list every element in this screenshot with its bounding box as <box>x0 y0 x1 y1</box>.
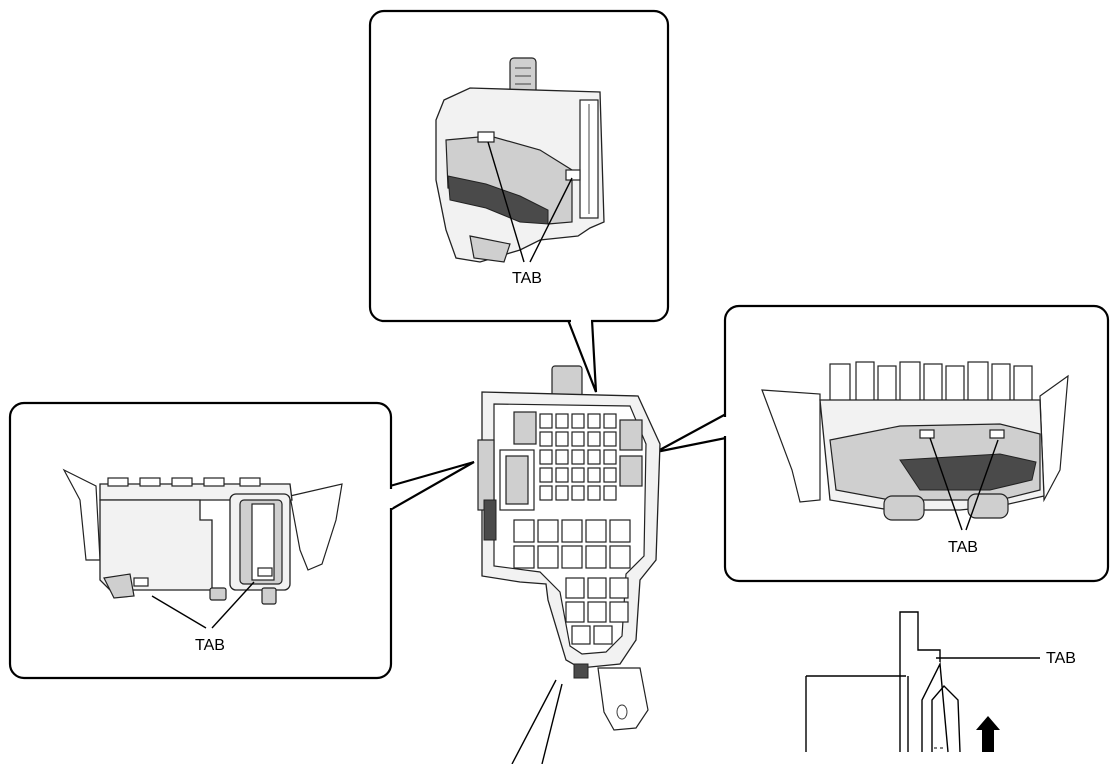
right-view-part <box>761 361 1069 521</box>
right-tab-leader-left <box>929 437 963 531</box>
fuse-grid-top <box>499 411 643 511</box>
right-callout-pointer <box>655 412 728 454</box>
top-view-part <box>435 57 605 263</box>
top-tab-leader-left <box>487 141 525 263</box>
left-callout: TAB <box>8 401 393 680</box>
left-tab-label: TAB <box>195 637 225 654</box>
top-tab-label: TAB <box>512 270 542 287</box>
left-callout-pointer <box>388 460 475 512</box>
callout-leaders <box>388 318 728 512</box>
left-view-part <box>62 468 343 605</box>
center-fuse-box <box>477 365 661 731</box>
relay-grid-lower <box>565 577 629 645</box>
detail-tab-hook <box>921 661 949 753</box>
relay-grid-middle <box>513 519 631 569</box>
top-callout: TAB <box>368 9 670 323</box>
right-tab-label: TAB <box>948 539 978 556</box>
bottom-leader-left <box>511 679 557 764</box>
detail-tab-label: TAB <box>1046 650 1076 667</box>
left-tab-leader-right <box>211 581 255 629</box>
tab-detail-section: TAB <box>805 611 1076 753</box>
right-tab-leader-right <box>965 439 999 531</box>
top-tab-leader-right <box>529 177 573 263</box>
detail-profile-outer <box>899 611 941 752</box>
left-tab-leader-left <box>151 595 207 629</box>
push-arrow-icon <box>976 716 1000 752</box>
mounting-bracket <box>597 667 649 731</box>
bottom-leader-right <box>541 683 563 764</box>
right-callout: TAB <box>723 304 1110 583</box>
